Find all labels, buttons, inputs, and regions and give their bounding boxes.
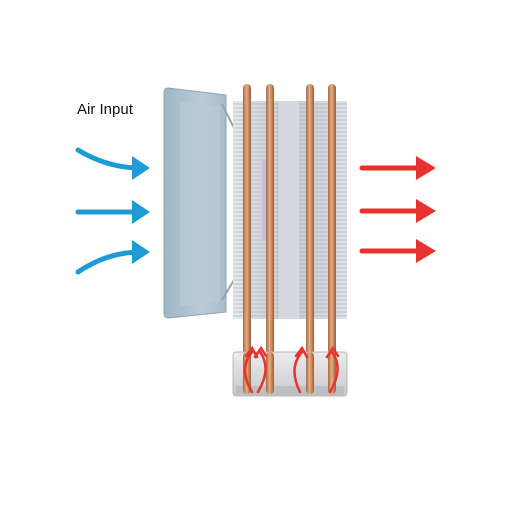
heatpipe <box>328 84 336 394</box>
heat-arrow-head <box>244 345 259 359</box>
heat-arrow <box>256 350 267 394</box>
heat-arrow-head <box>325 345 340 359</box>
heat-arrow <box>328 350 339 394</box>
heat-arrow-head <box>294 345 309 359</box>
heat-arrow <box>293 350 304 394</box>
intake-arrow <box>75 240 150 275</box>
heat-arrow <box>243 350 254 394</box>
heatpipe-base-segment <box>306 352 314 394</box>
air-input-label: Air Input <box>77 101 133 118</box>
intake-arrow <box>75 200 150 224</box>
fan-frame-face <box>180 102 220 306</box>
heatpipe <box>266 84 274 394</box>
heatpipes <box>243 84 336 394</box>
exhaust-arrow <box>359 156 436 180</box>
heatsink-rgb-glow <box>262 160 268 240</box>
base-plate-bottom <box>236 386 344 396</box>
heatpipe <box>306 84 314 394</box>
exhaust-arrows <box>359 156 436 263</box>
intake-arrow <box>75 147 150 180</box>
exhaust-arrow <box>359 199 436 223</box>
intake-arrows <box>75 147 150 275</box>
exhaust-arrow <box>359 239 436 263</box>
heat-arrow-head <box>253 345 268 359</box>
heatpipe-base-segment <box>266 352 274 394</box>
fan <box>163 87 241 319</box>
heatsink-center-channel <box>279 101 299 319</box>
heat-flow-arrows <box>243 345 340 394</box>
heatpipe <box>243 84 251 394</box>
